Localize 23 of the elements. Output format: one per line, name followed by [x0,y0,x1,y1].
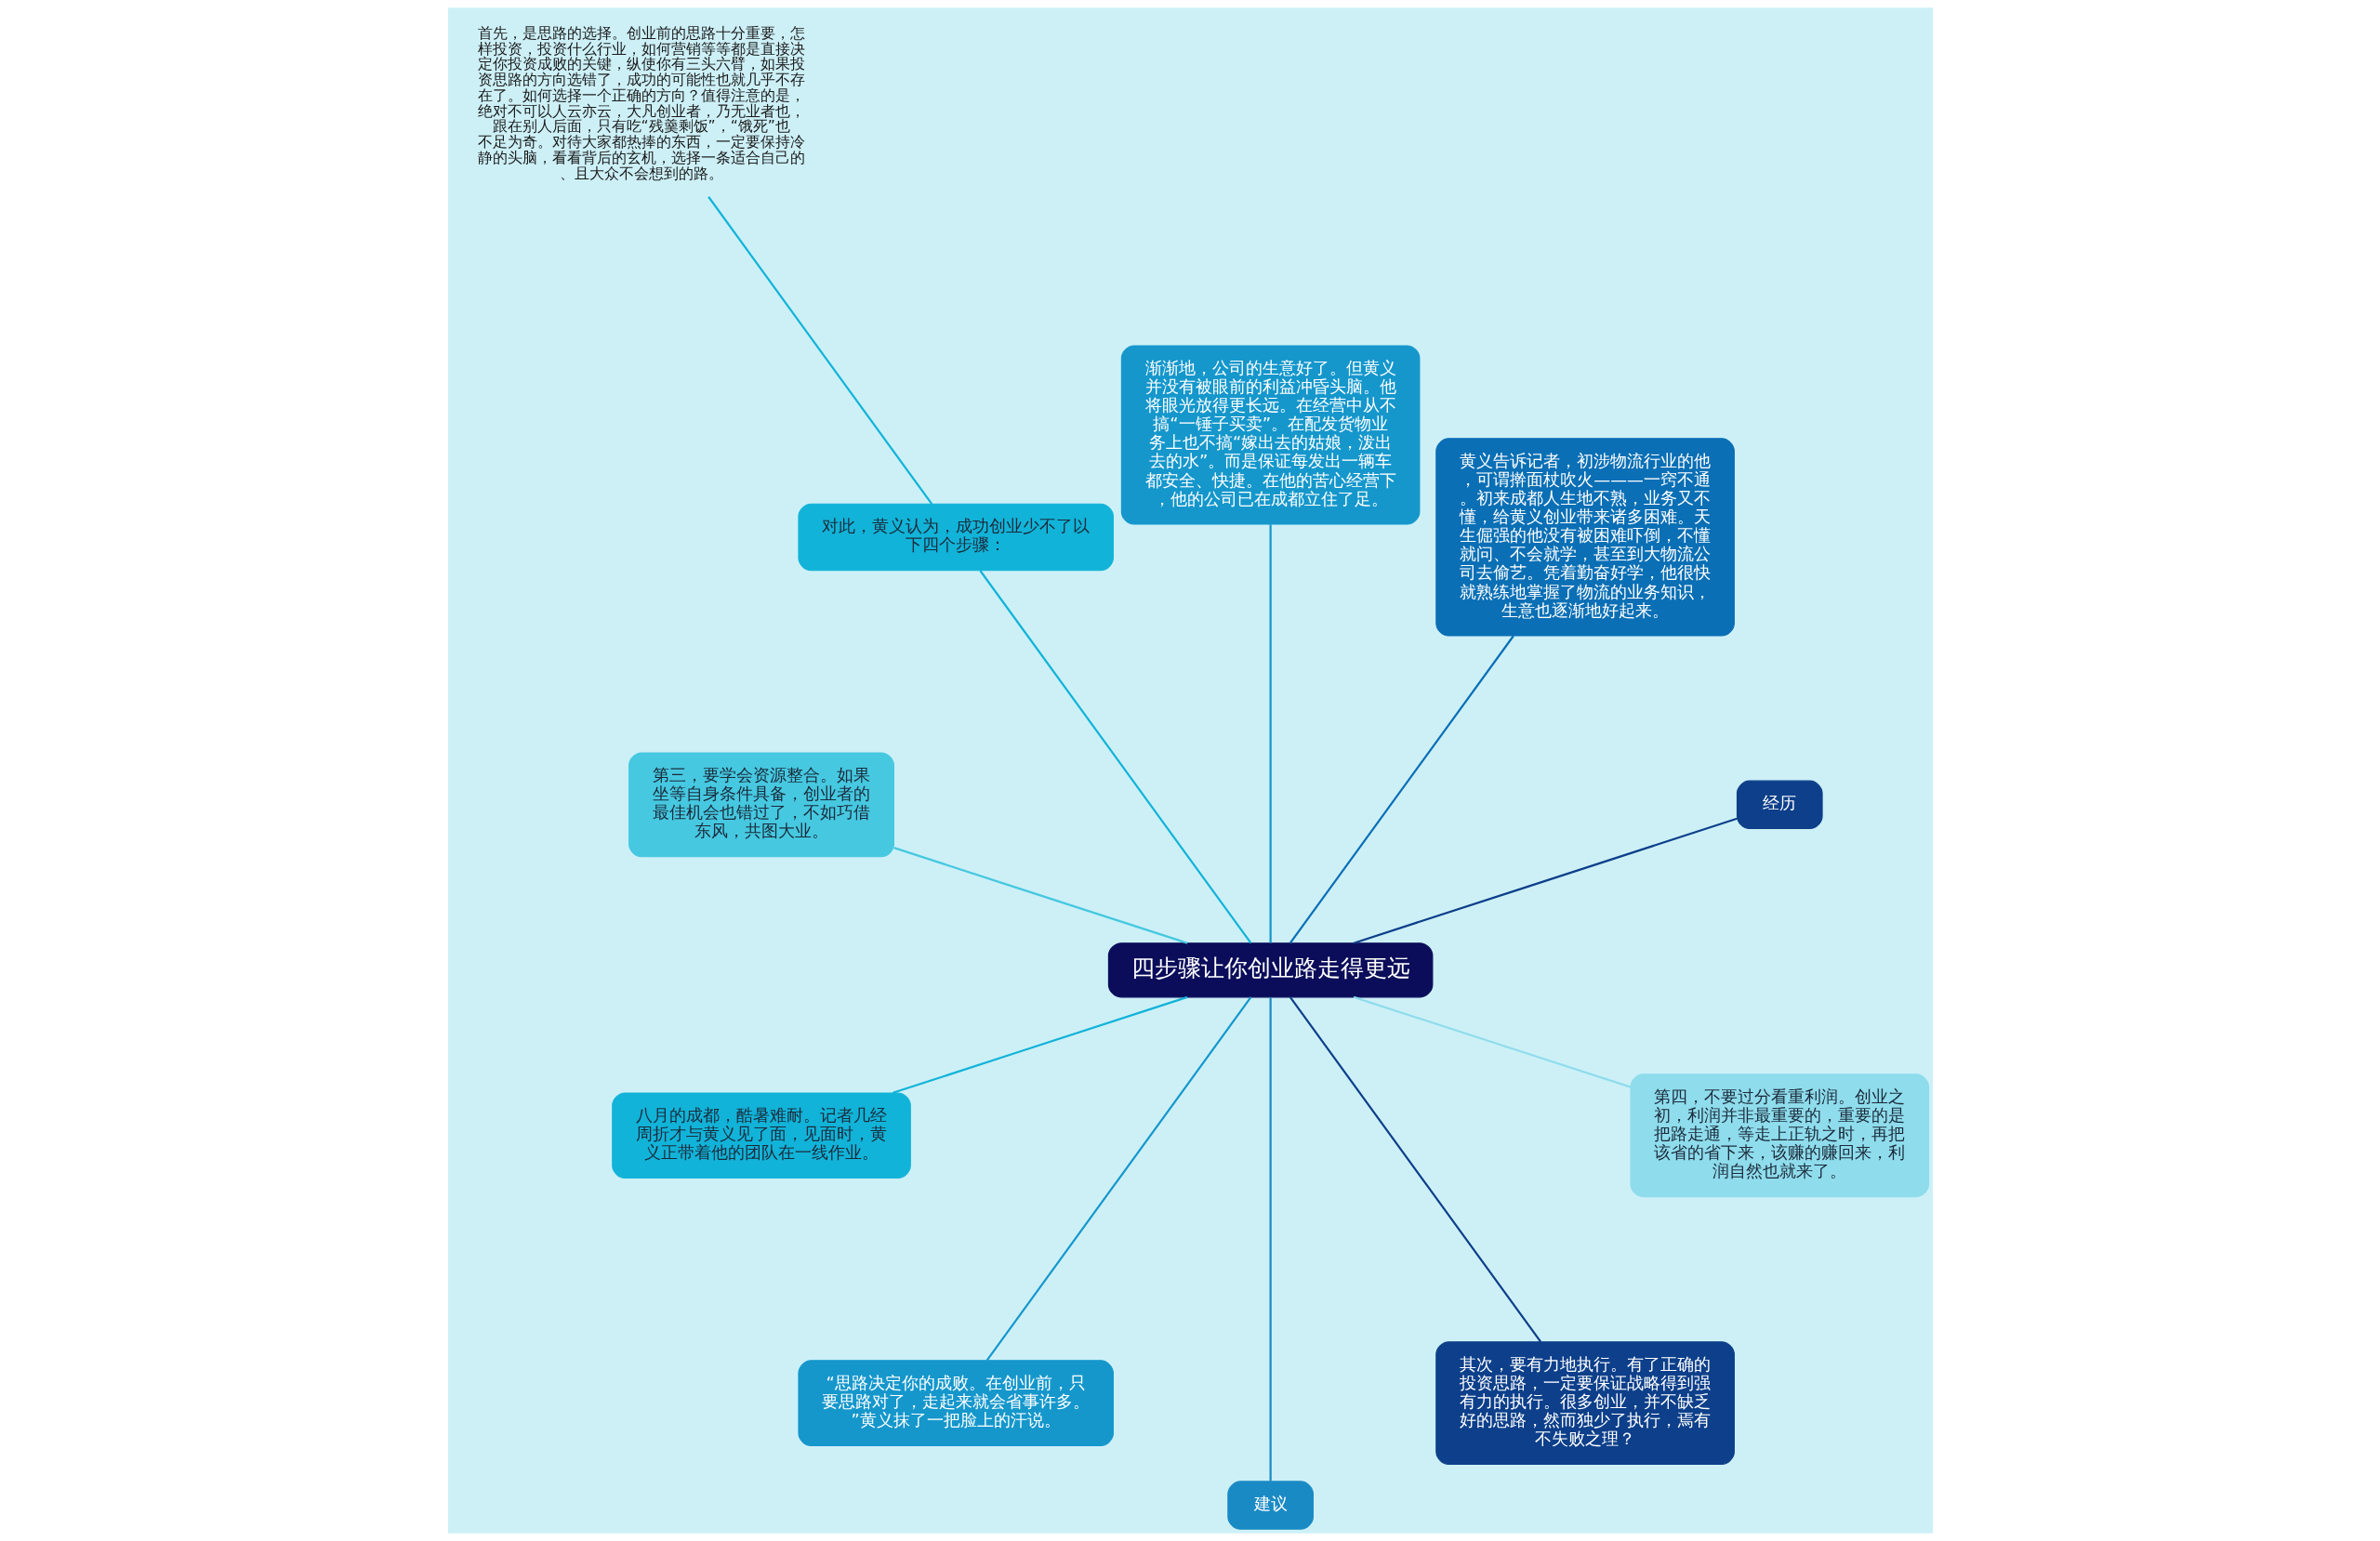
connector [892,995,1187,1094]
node-box: 第三，要学会资源整合。如果坐等自身条件具备，创业者的最佳机会也错过了，不如巧借东风，共图大业。 [628,752,894,858]
connector [985,996,1251,1362]
node-box: 建议 [1226,1481,1314,1530]
connector [1289,996,1541,1343]
node-box: “思路决定你的成败。在创业前，只要思路对了，走起来就会省事许多。”黄义抹了一把脸上的汗说。 [797,1360,1114,1446]
connector [1353,995,1631,1088]
node-box: 其次，要有力地执行。有了正确的投资思路，一定要保证战略得到强有力的执行。很多创业，并不缺乏好的思路，然而独少了执行，焉有不失败之理？ [1435,1341,1735,1466]
connector [1289,635,1514,944]
connector [707,196,932,505]
node-text: 首先，是思路的选择。创业前的思路十分重要，怎样投资，投资什么行业，如何营销等等都是直接决定你投资成败的关键，纵使你有三头六臂，如果投资思路的方向选错了，成功的可能性也就几乎不存在了。如何选择一个正确的方向？值得注意的是，绝对不可以人云亦云，大凡创业者，乃无业者也，跟在别人后面，只有吃“残羹剩饭”，“饿死”也不足为奇。对待大家都热捧的东西，一定要保持冷静的头脑，看看背后的玄机，选择一条适合自己的、且大众不会想到的路。 [477,23,805,182]
connector [1269,997,1272,1482]
node-box: 四步骤让你创业路走得更远 [1107,942,1433,998]
connector [892,847,1187,944]
node-box: 经历 [1736,780,1823,830]
node-box: 黄义告诉记者，初涉物流行业的他，可谓擀面杖吹火———一窍不通。初来成都人生地不熟，业务又不懂，给黄义创业带来诸多困难。天生倔强的他没有被困难吓倒，不懂就问、不会就学，甚至到大物流公司去偷艺。凭着勤奋好学，他很快就熟练地掌握了物流的业务知识，生意也逐渐地好起来。 [1435,438,1735,637]
connector [1353,817,1738,944]
node-box: 八月的成都，酷暑难耐。记者几经周折才与黄义见了面，见面时，黄义正带着他的团队在一线作业。 [611,1092,911,1179]
connector [1269,524,1272,943]
connector [978,570,1251,944]
node-box: 渐渐地，公司的生意好了。但黄义并没有被眼前的利益冲昏头脑。他将眼光放得更长远。在经营中从不搞“一锤子买卖”。在配发货物业务上也不搞“嫁出去的姑娘，泼出去的水”。而是保证每发出一辆车都安全、快捷。在他的苦心经营下，他的公司已在成都立住了足。 [1120,345,1420,525]
node-box: 第四，不要过分看重利润。创业之初，利润并非最重要的，重要的是把路走通，等走上正轨之时，再把该省的省下来，该赚的赚回来，利润自然也就来了。 [1629,1073,1929,1198]
node-box: 对此，黄义认为，成功创业少不了以下四个步骤： [797,503,1114,572]
